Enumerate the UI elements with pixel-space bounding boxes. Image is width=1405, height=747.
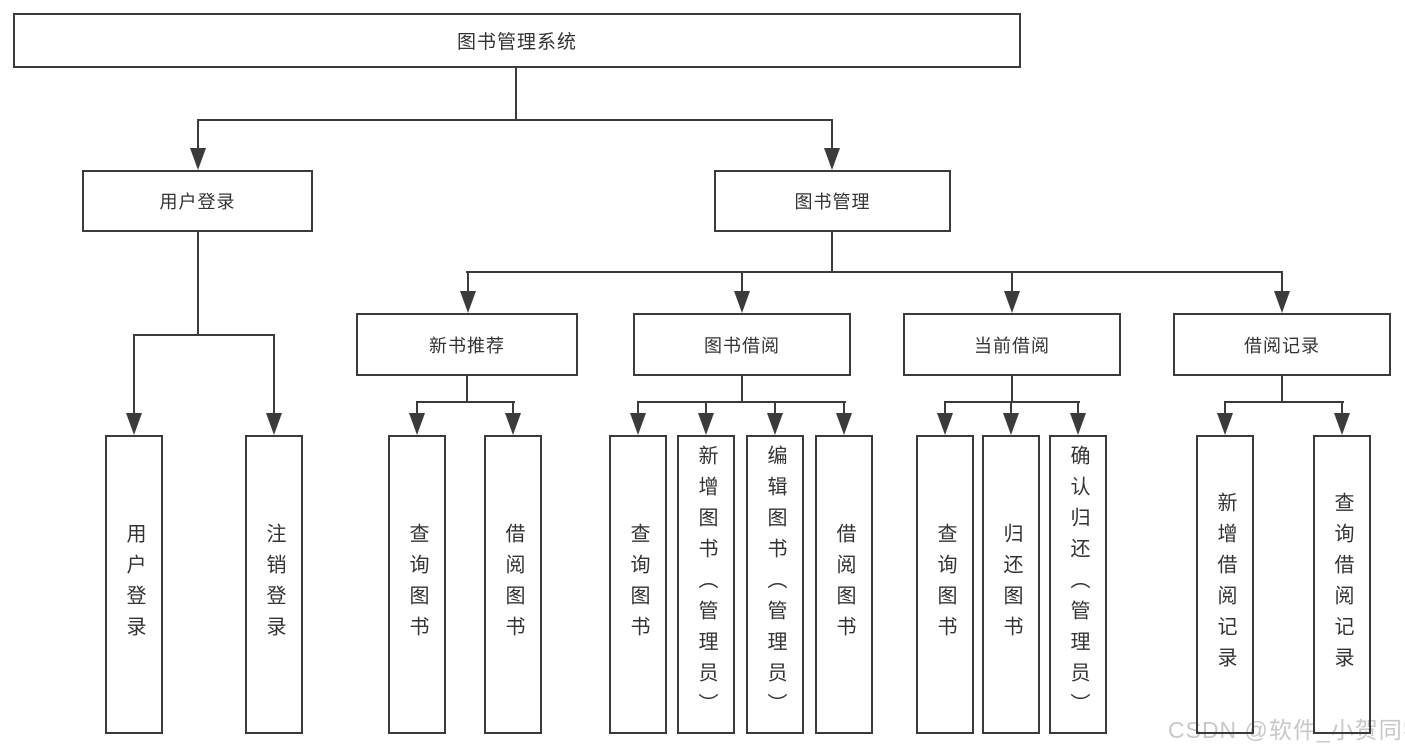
node-library-management-system: 图书管理系统 <box>13 13 1021 68</box>
arrowhead-down <box>1070 413 1086 435</box>
arrowhead-down <box>266 413 282 435</box>
arrowhead-down <box>1274 291 1290 313</box>
connector-segment <box>741 376 743 403</box>
arrowhead-down <box>505 413 521 435</box>
connector-segment <box>637 401 639 414</box>
node-book-management: 图书管理 <box>714 170 951 232</box>
connector-segment <box>1011 376 1013 403</box>
connector-segment <box>1010 401 1012 414</box>
arrowhead-down <box>126 413 142 435</box>
connector-segment <box>466 376 468 403</box>
connector-segment <box>197 232 199 335</box>
node-book-borrowing: 图书借阅 <box>633 313 851 376</box>
connector-segment <box>197 119 199 150</box>
connector-segment <box>515 68 517 120</box>
node-borrowing-records: 借阅记录 <box>1173 313 1391 376</box>
node-user-login: 用户登录 <box>82 170 313 232</box>
arrowhead-down <box>190 148 206 170</box>
connector-segment <box>1077 401 1079 414</box>
leaf-logout: 注销登录 <box>245 435 303 734</box>
leaf-query-borrow-record: 查询借阅记录 <box>1313 435 1371 734</box>
connector-segment <box>467 271 469 293</box>
leaf-add-borrow-record: 新增借阅记录 <box>1196 435 1254 734</box>
connector-segment <box>831 232 833 273</box>
arrowhead-down <box>1217 413 1233 435</box>
connector-segment <box>1341 401 1343 414</box>
connector-segment <box>133 334 135 415</box>
leaf-edit-books-admin: 编辑图书（管理员） <box>746 435 804 734</box>
connector-segment <box>416 401 418 414</box>
leaf-borrow-books-recommend: 借阅图书 <box>484 435 542 734</box>
leaf-confirm-return-admin: 确认归还（管理员） <box>1049 435 1107 734</box>
arrowhead-down <box>698 413 714 435</box>
arrowhead-down <box>630 413 646 435</box>
node-current-borrowing: 当前借阅 <box>903 313 1121 376</box>
connector-segment <box>197 119 833 121</box>
leaf-borrow-books-borrowing: 借阅图书 <box>815 435 873 734</box>
arrowhead-down <box>836 413 852 435</box>
arrowhead-down <box>734 291 750 313</box>
connector-segment <box>637 401 846 403</box>
connector-segment <box>705 401 707 414</box>
connector-segment <box>774 401 776 414</box>
connector-segment <box>273 334 275 415</box>
arrowhead-down <box>1004 291 1020 313</box>
connector-segment <box>512 401 514 414</box>
connector-segment <box>1224 401 1344 403</box>
arrowhead-down <box>460 291 476 313</box>
connector-segment <box>1011 271 1013 293</box>
leaf-user-login: 用户登录 <box>105 435 163 734</box>
connector-segment <box>831 119 833 150</box>
arrowhead-down <box>767 413 783 435</box>
connector-segment <box>133 334 275 336</box>
arrowhead-down <box>409 413 425 435</box>
arrowhead-down <box>824 148 840 170</box>
connector-segment <box>741 271 743 293</box>
connector-segment <box>843 401 845 414</box>
connector-segment <box>944 401 946 414</box>
leaf-query-books-recommend: 查询图书 <box>388 435 446 734</box>
connector-segment <box>944 401 1080 403</box>
leaf-return-books: 归还图书 <box>982 435 1040 734</box>
connector-segment <box>1281 271 1283 293</box>
connector-segment <box>1224 401 1226 414</box>
arrowhead-down <box>1003 413 1019 435</box>
arrowhead-down <box>937 413 953 435</box>
leaf-query-books-current: 查询图书 <box>916 435 974 734</box>
connector-segment <box>416 401 515 403</box>
connector-segment <box>466 271 1283 273</box>
node-new-book-recommendation: 新书推荐 <box>356 313 578 376</box>
csdn-watermark: CSDN @软件_小贺同学 <box>1168 717 1405 743</box>
connector-segment <box>1281 376 1283 403</box>
leaf-add-books-admin: 新增图书（管理员） <box>677 435 735 734</box>
leaf-query-books-borrowing: 查询图书 <box>609 435 667 734</box>
arrowhead-down <box>1334 413 1350 435</box>
